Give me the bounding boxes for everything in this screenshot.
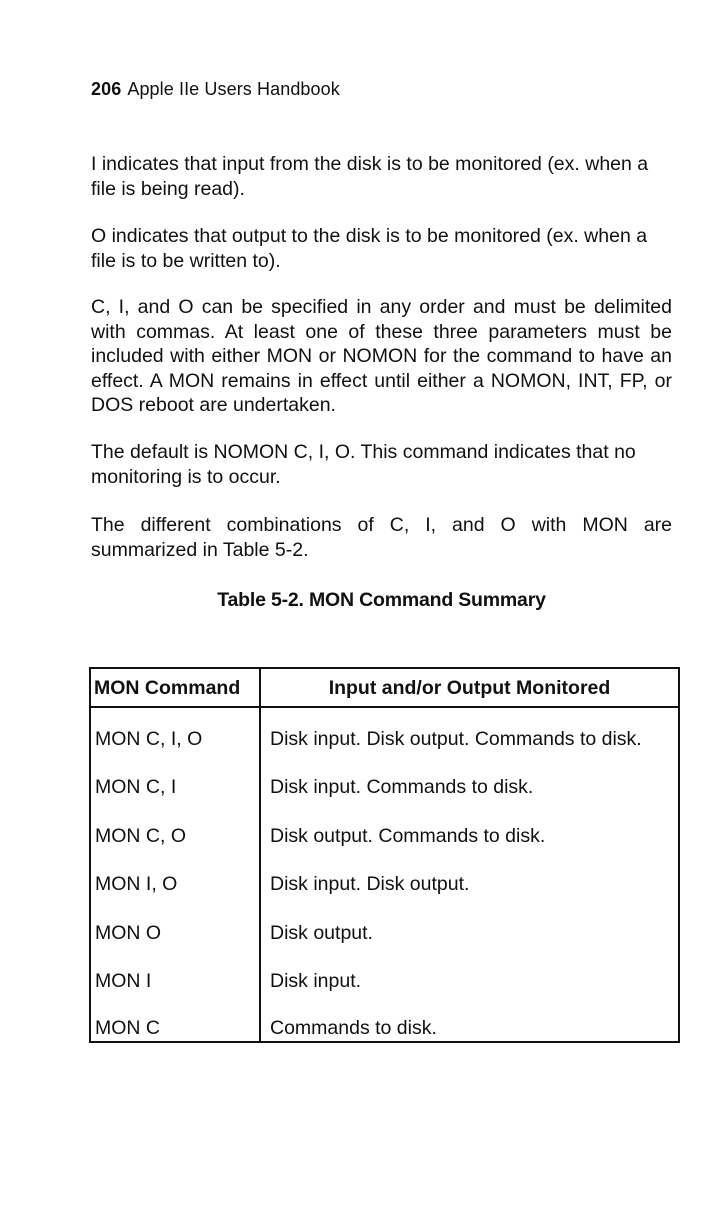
- header-divider: [91, 706, 678, 708]
- monitored-cell: Disk output. Commands to disk.: [270, 825, 546, 847]
- paragraph-table-reference: The different combinations of C, I, and …: [91, 514, 672, 561]
- book-title: Apple IIe Users Handbook: [127, 79, 340, 99]
- command-cell: MON C, I, O: [95, 728, 203, 750]
- paragraph-input-monitor: I indicates that input from the disk is …: [91, 153, 649, 200]
- paragraph-parameters: C, I, and O can be specified in any orde…: [91, 296, 672, 416]
- page-number: 206: [91, 79, 122, 99]
- table-caption: Table 5-2. MON Command Summary: [217, 589, 546, 611]
- table-row: MON C Commands to disk.: [91, 1017, 678, 1047]
- paragraph-default: The default is NOMON C, I, O. This comma…: [91, 441, 636, 488]
- monitored-cell: Disk input. Commands to disk.: [270, 776, 534, 798]
- table-row: MON I, O Disk input. Disk output.: [91, 873, 678, 903]
- command-cell: MON O: [95, 922, 162, 944]
- table-row: MON I Disk input.: [91, 970, 678, 1000]
- monitored-cell: Disk input.: [270, 970, 362, 992]
- table-row: MON C, O Disk output. Commands to disk.: [91, 825, 678, 855]
- column-header-command: MON Command: [94, 677, 241, 699]
- command-cell: MON C, I: [95, 776, 177, 798]
- column-divider: [259, 669, 261, 1041]
- monitored-cell: Disk input. Disk output. Commands to dis…: [270, 728, 642, 750]
- monitored-cell: Disk input. Disk output.: [270, 873, 470, 895]
- monitored-cell: Disk output.: [270, 922, 373, 944]
- command-cell: MON I: [95, 970, 152, 992]
- mon-command-table: MON Command Input and/or Output Monitore…: [89, 667, 680, 1043]
- paragraph-output-monitor: O indicates that output to the disk is t…: [91, 225, 648, 272]
- table-row: MON O Disk output.: [91, 922, 678, 952]
- table-row: MON C, I Disk input. Commands to disk.: [91, 776, 678, 806]
- column-header-monitored: Input and/or Output Monitored: [328, 677, 611, 699]
- command-cell: MON I, O: [95, 873, 178, 895]
- command-cell: MON C, O: [95, 825, 186, 847]
- monitored-cell: Commands to disk.: [270, 1017, 437, 1039]
- command-cell: MON C: [95, 1017, 160, 1039]
- table-row: MON C, I, O Disk input. Disk output. Com…: [91, 728, 678, 758]
